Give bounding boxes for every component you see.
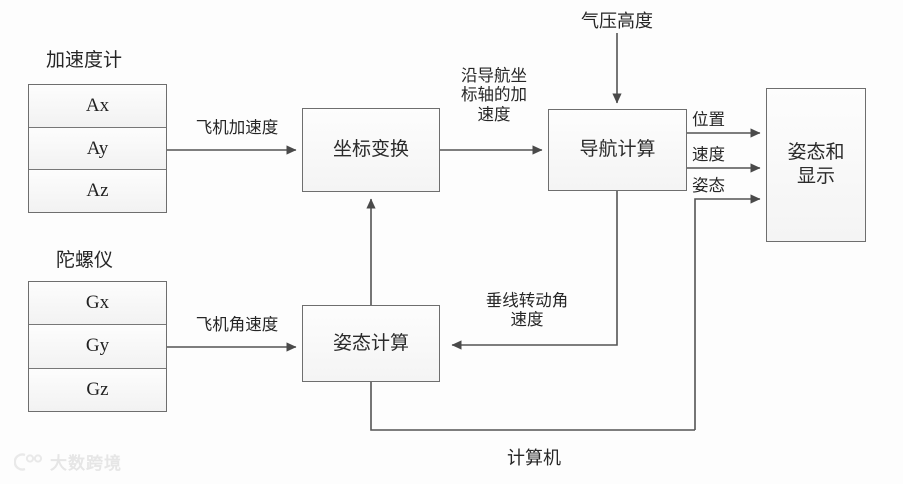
gyroscope-channel-gz: Gz: [29, 367, 166, 411]
edge-label-position: 位置: [692, 110, 725, 129]
edge-label-vertical-rotation-rate-line1: 垂线转动角: [485, 291, 569, 310]
coordinate-transform-block[interactable]: 坐标变换: [302, 108, 440, 192]
edge-label-nav-axis-acceleration-line3: 速度: [477, 104, 511, 124]
accelerometer-caption: 加速度计: [46, 50, 123, 71]
edge-label-aircraft-acceleration: 飞机加速度: [195, 118, 279, 137]
gyroscope-caption: 陀螺仪: [56, 250, 114, 271]
attitude-computation-label: 姿态计算: [332, 332, 409, 354]
watermark: 大数跨境: [14, 449, 122, 474]
edge-label-vertical-rotation-rate: 垂线转动角 速度: [462, 291, 592, 330]
edge-label-vertical-rotation-rate-line2: 速度: [510, 310, 544, 330]
gyroscope-block[interactable]: Gx Gy Gz: [28, 281, 167, 412]
accelerometer-block[interactable]: Ax Ay Az: [28, 84, 167, 213]
attitude-and-display-label-line2: 显示: [796, 166, 835, 187]
gyroscope-channel-gy: Gy: [29, 324, 166, 368]
edge-label-attitude: 姿态: [692, 176, 725, 195]
accelerometer-channel-az: Az: [29, 169, 166, 213]
accelerometer-channel-ax: Ax: [29, 85, 166, 127]
wire-attitude-bottom-bus: [370, 382, 695, 431]
coordinate-transform-label: 坐标变换: [332, 139, 409, 161]
gyroscope-channel-gx: Gx: [29, 282, 166, 325]
edge-label-velocity: 速度: [692, 145, 725, 164]
attitude-computation-block[interactable]: 姿态计算: [302, 305, 440, 382]
edge-label-aircraft-angular-rate: 飞机角速度: [195, 315, 279, 334]
wire-attitude-to-display: [694, 194, 761, 430]
edge-label-nav-axis-acceleration: 沿导航坐 标轴的加 速度: [440, 66, 548, 124]
wire-nav-to-attitude: [451, 191, 618, 350]
attitude-and-display-block[interactable]: 姿态和 显示: [766, 88, 866, 242]
watermark-text: 大数跨境: [50, 454, 122, 473]
edge-label-barometric-altitude: 气压高度: [581, 11, 653, 31]
attitude-and-display-label-line1: 姿态和: [787, 142, 845, 164]
edge-label-nav-axis-acceleration-line2: 标轴的加: [461, 85, 527, 105]
accelerometer-channel-ay: Ay: [29, 126, 166, 170]
navigation-computation-block[interactable]: 导航计算: [548, 109, 687, 191]
edge-label-nav-axis-acceleration-line1: 沿导航坐: [461, 66, 527, 85]
watermark-logo-icon: [14, 452, 43, 471]
navigation-computation-label: 导航计算: [579, 139, 656, 161]
computer-label: 计算机: [507, 448, 561, 468]
